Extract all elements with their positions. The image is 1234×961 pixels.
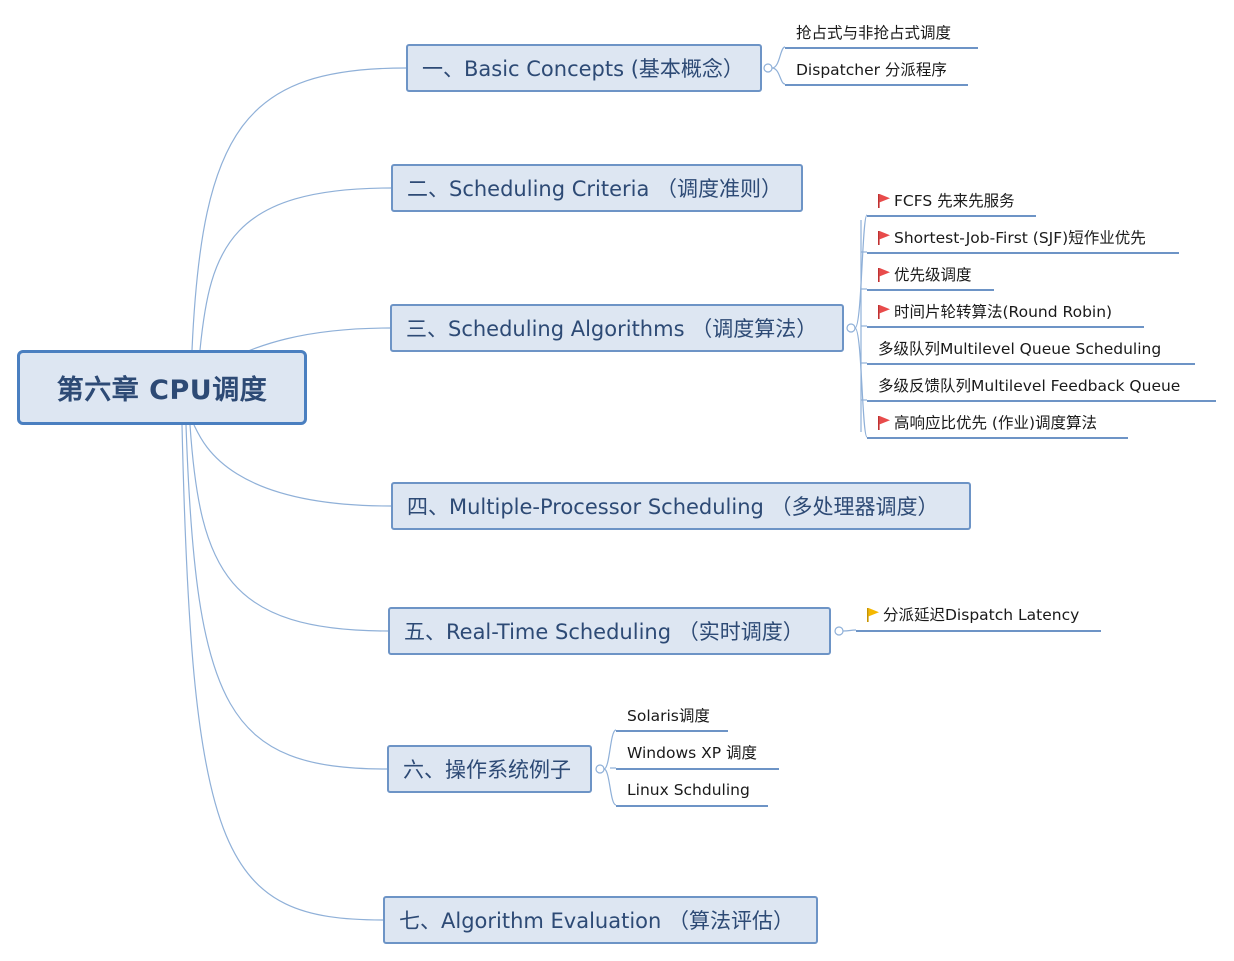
red-flag-icon xyxy=(878,305,890,319)
leaf-dispatch-latency[interactable]: 分派延迟Dispatch Latency xyxy=(867,605,1079,625)
root-connector xyxy=(199,187,392,351)
leaf-underline xyxy=(616,768,779,770)
branch-connector xyxy=(854,214,868,329)
leaf-underline xyxy=(867,363,1195,365)
leaf-label: 优先级调度 xyxy=(894,266,972,284)
leaf-label: FCFS 先来先服务 xyxy=(894,192,1015,210)
leaf-solaris[interactable]: Solaris调度 xyxy=(627,707,710,725)
leaf-underline xyxy=(785,47,978,49)
collapse-toggle[interactable] xyxy=(595,764,605,774)
leaf-underline xyxy=(867,289,994,291)
leaf-label: 时间片轮转算法(Round Robin) xyxy=(894,303,1113,321)
red-flag-icon xyxy=(878,268,890,282)
leaf-label: Shortest-Job-First (SJF)短作业优先 xyxy=(894,229,1146,247)
red-flag-icon xyxy=(878,416,890,430)
leaf-sjf[interactable]: Shortest-Job-First (SJF)短作业优先 xyxy=(878,228,1146,248)
topic-os-examples[interactable]: 六、操作系统例子 xyxy=(387,745,592,793)
leaf-underline xyxy=(867,437,1128,439)
red-flag-icon xyxy=(878,194,890,208)
leaf-underline xyxy=(867,215,1036,217)
collapse-toggle[interactable] xyxy=(763,63,773,73)
topic-scheduling-criteria[interactable]: 二、Scheduling Criteria （调度准则） xyxy=(391,164,803,212)
topic-real-time-scheduling[interactable]: 五、Real-Time Scheduling （实时调度） xyxy=(388,607,831,655)
leaf-label: 分派延迟Dispatch Latency xyxy=(883,606,1080,624)
root-connector xyxy=(185,424,388,770)
branch-connector xyxy=(603,729,617,770)
leaf-multilevel-feedback-queue[interactable]: 多级反馈队列Multilevel Feedback Queue xyxy=(878,377,1181,395)
leaf-windows-xp[interactable]: Windows XP 调度 xyxy=(627,744,758,762)
collapse-toggle[interactable] xyxy=(846,323,856,333)
red-flag-icon xyxy=(878,231,890,245)
branch-connector xyxy=(771,67,786,85)
leaf-priority[interactable]: 优先级调度 xyxy=(878,265,972,285)
topic-multiprocessor-scheduling[interactable]: 四、Multiple-Processor Scheduling （多处理器调度） xyxy=(391,482,971,530)
orange-flag-icon xyxy=(867,608,879,622)
branch-connector xyxy=(854,327,868,438)
leaf-underline xyxy=(867,400,1216,402)
topic-basic-concepts[interactable]: 一、Basic Concepts (基本概念） xyxy=(406,44,762,92)
root-connector xyxy=(189,424,389,632)
leaf-underline xyxy=(616,730,728,732)
root-connector xyxy=(181,424,384,921)
leaf-hrrn[interactable]: 高响应比优先 (作业)调度算法 xyxy=(878,413,1097,433)
topic-algorithm-evaluation[interactable]: 七、Algorithm Evaluation （算法评估） xyxy=(383,896,818,944)
leaf-dispatcher[interactable]: Dispatcher 分派程序 xyxy=(796,61,947,79)
leaf-underline xyxy=(785,84,968,86)
leaf-fcfs[interactable]: FCFS 先来先服务 xyxy=(878,191,1015,211)
leaf-preemptive[interactable]: 抢占式与非抢占式调度 xyxy=(796,24,952,42)
leaf-linux[interactable]: Linux Schduling xyxy=(627,781,750,799)
leaf-multilevel-queue[interactable]: 多级队列Multilevel Queue Scheduling xyxy=(878,340,1162,358)
leaf-underline xyxy=(867,326,1144,328)
collapse-toggle[interactable] xyxy=(834,626,844,636)
branch-connector xyxy=(842,629,857,632)
leaf-underline xyxy=(616,805,768,807)
leaf-label: 高响应比优先 (作业)调度算法 xyxy=(894,414,1098,432)
leaf-underline xyxy=(867,252,1179,254)
root-topic[interactable]: 第六章 CPU调度 xyxy=(17,350,307,425)
leaf-round-robin[interactable]: 时间片轮转算法(Round Robin) xyxy=(878,302,1112,322)
topic-scheduling-algorithms[interactable]: 三、Scheduling Algorithms （调度算法） xyxy=(390,304,844,352)
leaf-underline xyxy=(856,630,1101,632)
branch-connector xyxy=(771,46,786,69)
branch-connector xyxy=(603,768,617,806)
root-connector xyxy=(191,67,407,351)
root-connector xyxy=(193,424,392,507)
